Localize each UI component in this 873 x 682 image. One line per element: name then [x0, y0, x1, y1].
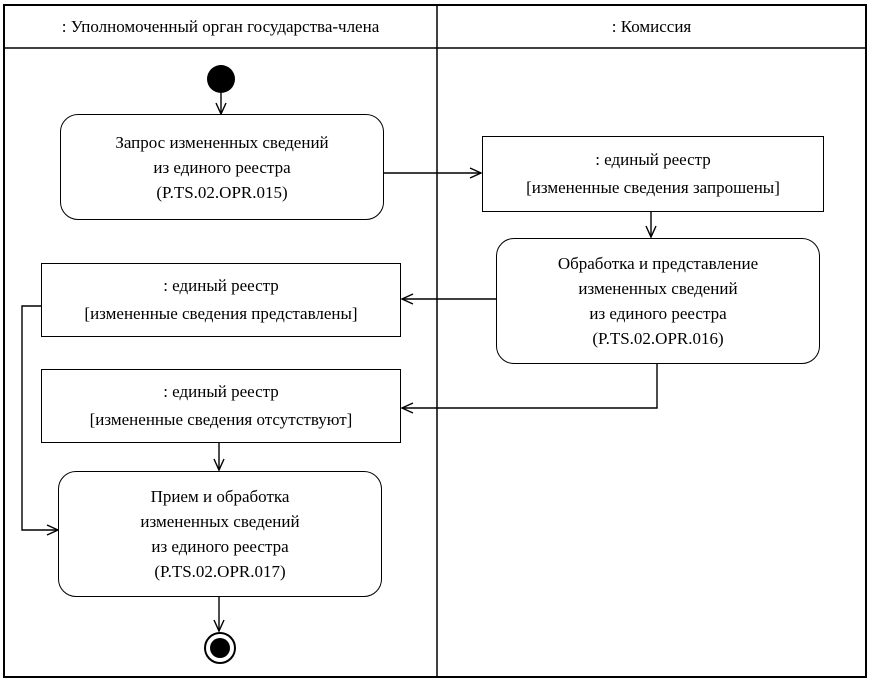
- object-provided-line-2: [измененные сведения представлены]: [84, 304, 358, 323]
- action-request-changes: Запрос измененных сведений из единого ре…: [60, 114, 384, 220]
- action-process-line-2: измененных сведений: [578, 279, 738, 298]
- object-registry-requested: : единый реестр [измененные сведения зап…: [482, 136, 824, 212]
- swimlane-frame: [3, 4, 867, 678]
- action-receive-line-3: из единого реестра: [151, 537, 289, 556]
- object-provided-line-1: : единый реестр: [163, 276, 279, 295]
- action-receive-line-1: Прием и обработка: [150, 487, 290, 506]
- lane-title-commission: : Комиссия: [611, 17, 692, 36]
- flow-process-to-absent: [400, 364, 658, 414]
- lane-title-member-state: : Уполномоченный орган государства-члена: [61, 17, 380, 36]
- flow-provided-to-receive: [21, 305, 60, 536]
- object-requested-line-1: : единый реестр: [595, 150, 711, 169]
- final-node-inner: [210, 638, 230, 658]
- action-request-line-3: (P.TS.02.OPR.015): [156, 182, 288, 202]
- action-receive-line-4: (P.TS.02.OPR.017): [154, 562, 286, 581]
- object-requested-line-2: [измененные сведения запрошены]: [526, 178, 780, 197]
- object-absent-line-1: : единый реестр: [163, 382, 279, 401]
- action-receive-line-2: измененных сведений: [140, 512, 300, 531]
- action-request-line-1: Запрос измененных сведений: [115, 132, 329, 152]
- action-process-line-3: из единого реестра: [589, 304, 727, 323]
- action-process-changes: Обработка и представление измененных све…: [496, 238, 820, 364]
- action-process-line-4: (P.TS.02.OPR.016): [592, 329, 724, 348]
- action-request-line-2: из единого реестра: [153, 157, 291, 177]
- object-registry-provided: : единый реестр [измененные сведения пре…: [41, 263, 401, 337]
- object-absent-line-2: [измененные сведения отсутствуют]: [89, 410, 353, 429]
- action-process-line-1: Обработка и представление: [557, 254, 759, 273]
- object-registry-absent: : единый реестр [измененные сведения отс…: [41, 369, 401, 443]
- initial-node: [207, 65, 235, 93]
- action-receive-changes: Прием и обработка измененных сведений из…: [58, 471, 382, 597]
